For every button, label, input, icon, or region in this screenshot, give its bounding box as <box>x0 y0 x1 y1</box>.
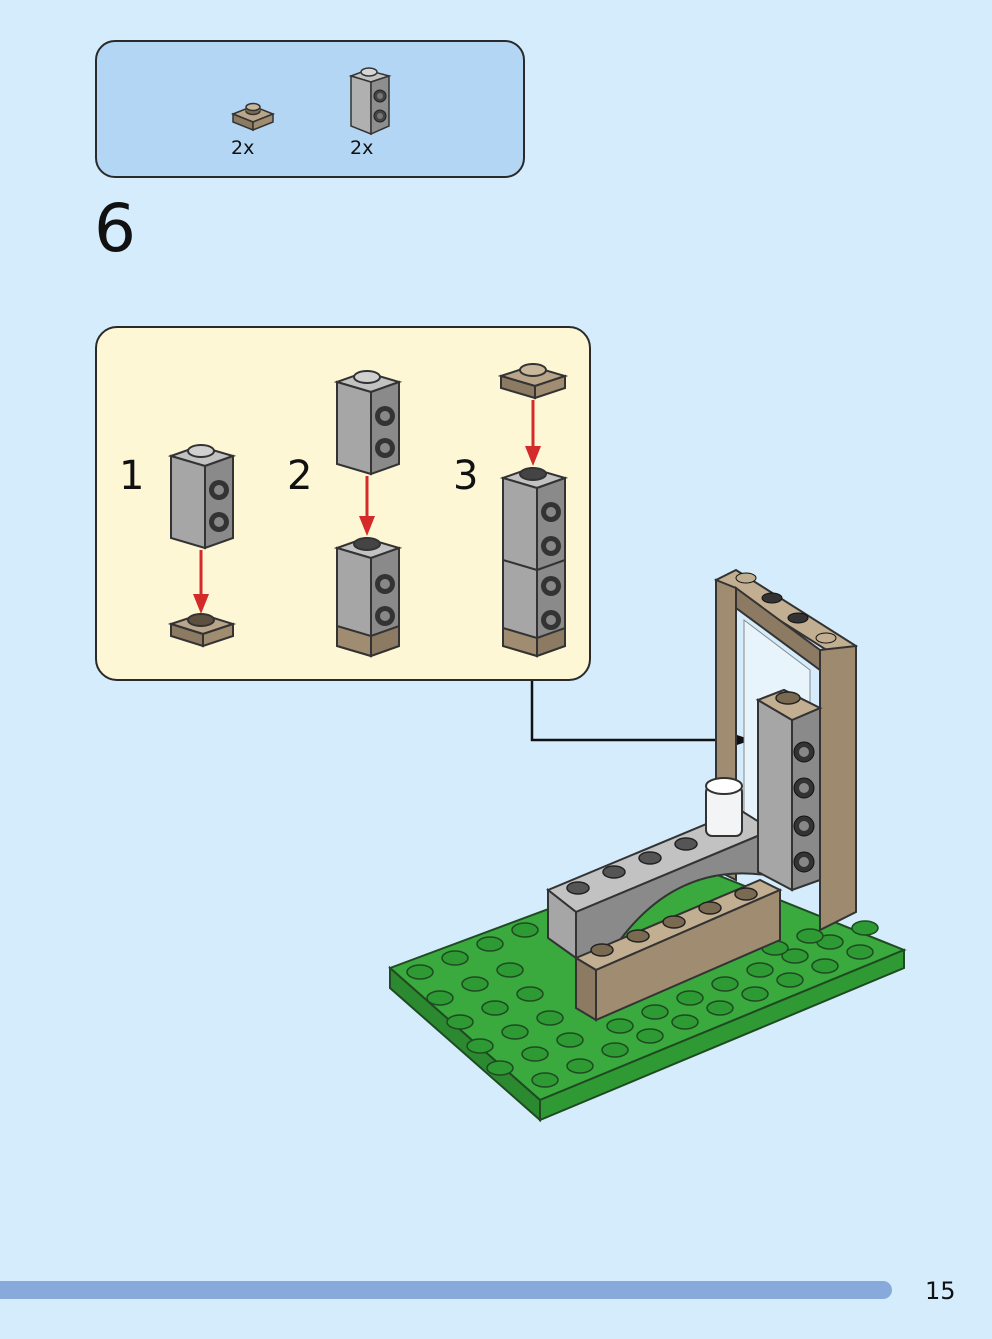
page-number: 15 <box>925 1277 956 1305</box>
page-progress-bar <box>0 1281 892 1299</box>
substep-1-illustration <box>167 444 237 648</box>
substep-1-number: 1 <box>119 453 145 499</box>
tan-plate-icon <box>230 102 276 132</box>
substep-3-number: 3 <box>453 453 479 499</box>
part-count-brick: 2x <box>350 137 374 159</box>
parts-list-box: 2x 2x <box>95 40 525 178</box>
substep-2-illustration <box>333 370 403 658</box>
substep-2-number: 2 <box>287 453 313 499</box>
model-illustration <box>388 568 907 1123</box>
substep-3-illustration <box>497 363 569 658</box>
step-number: 6 <box>94 190 136 267</box>
part-count-plate: 2x <box>231 137 255 159</box>
substep-box: 1 2 3 <box>95 326 591 681</box>
grey-brick-icon <box>348 67 392 136</box>
